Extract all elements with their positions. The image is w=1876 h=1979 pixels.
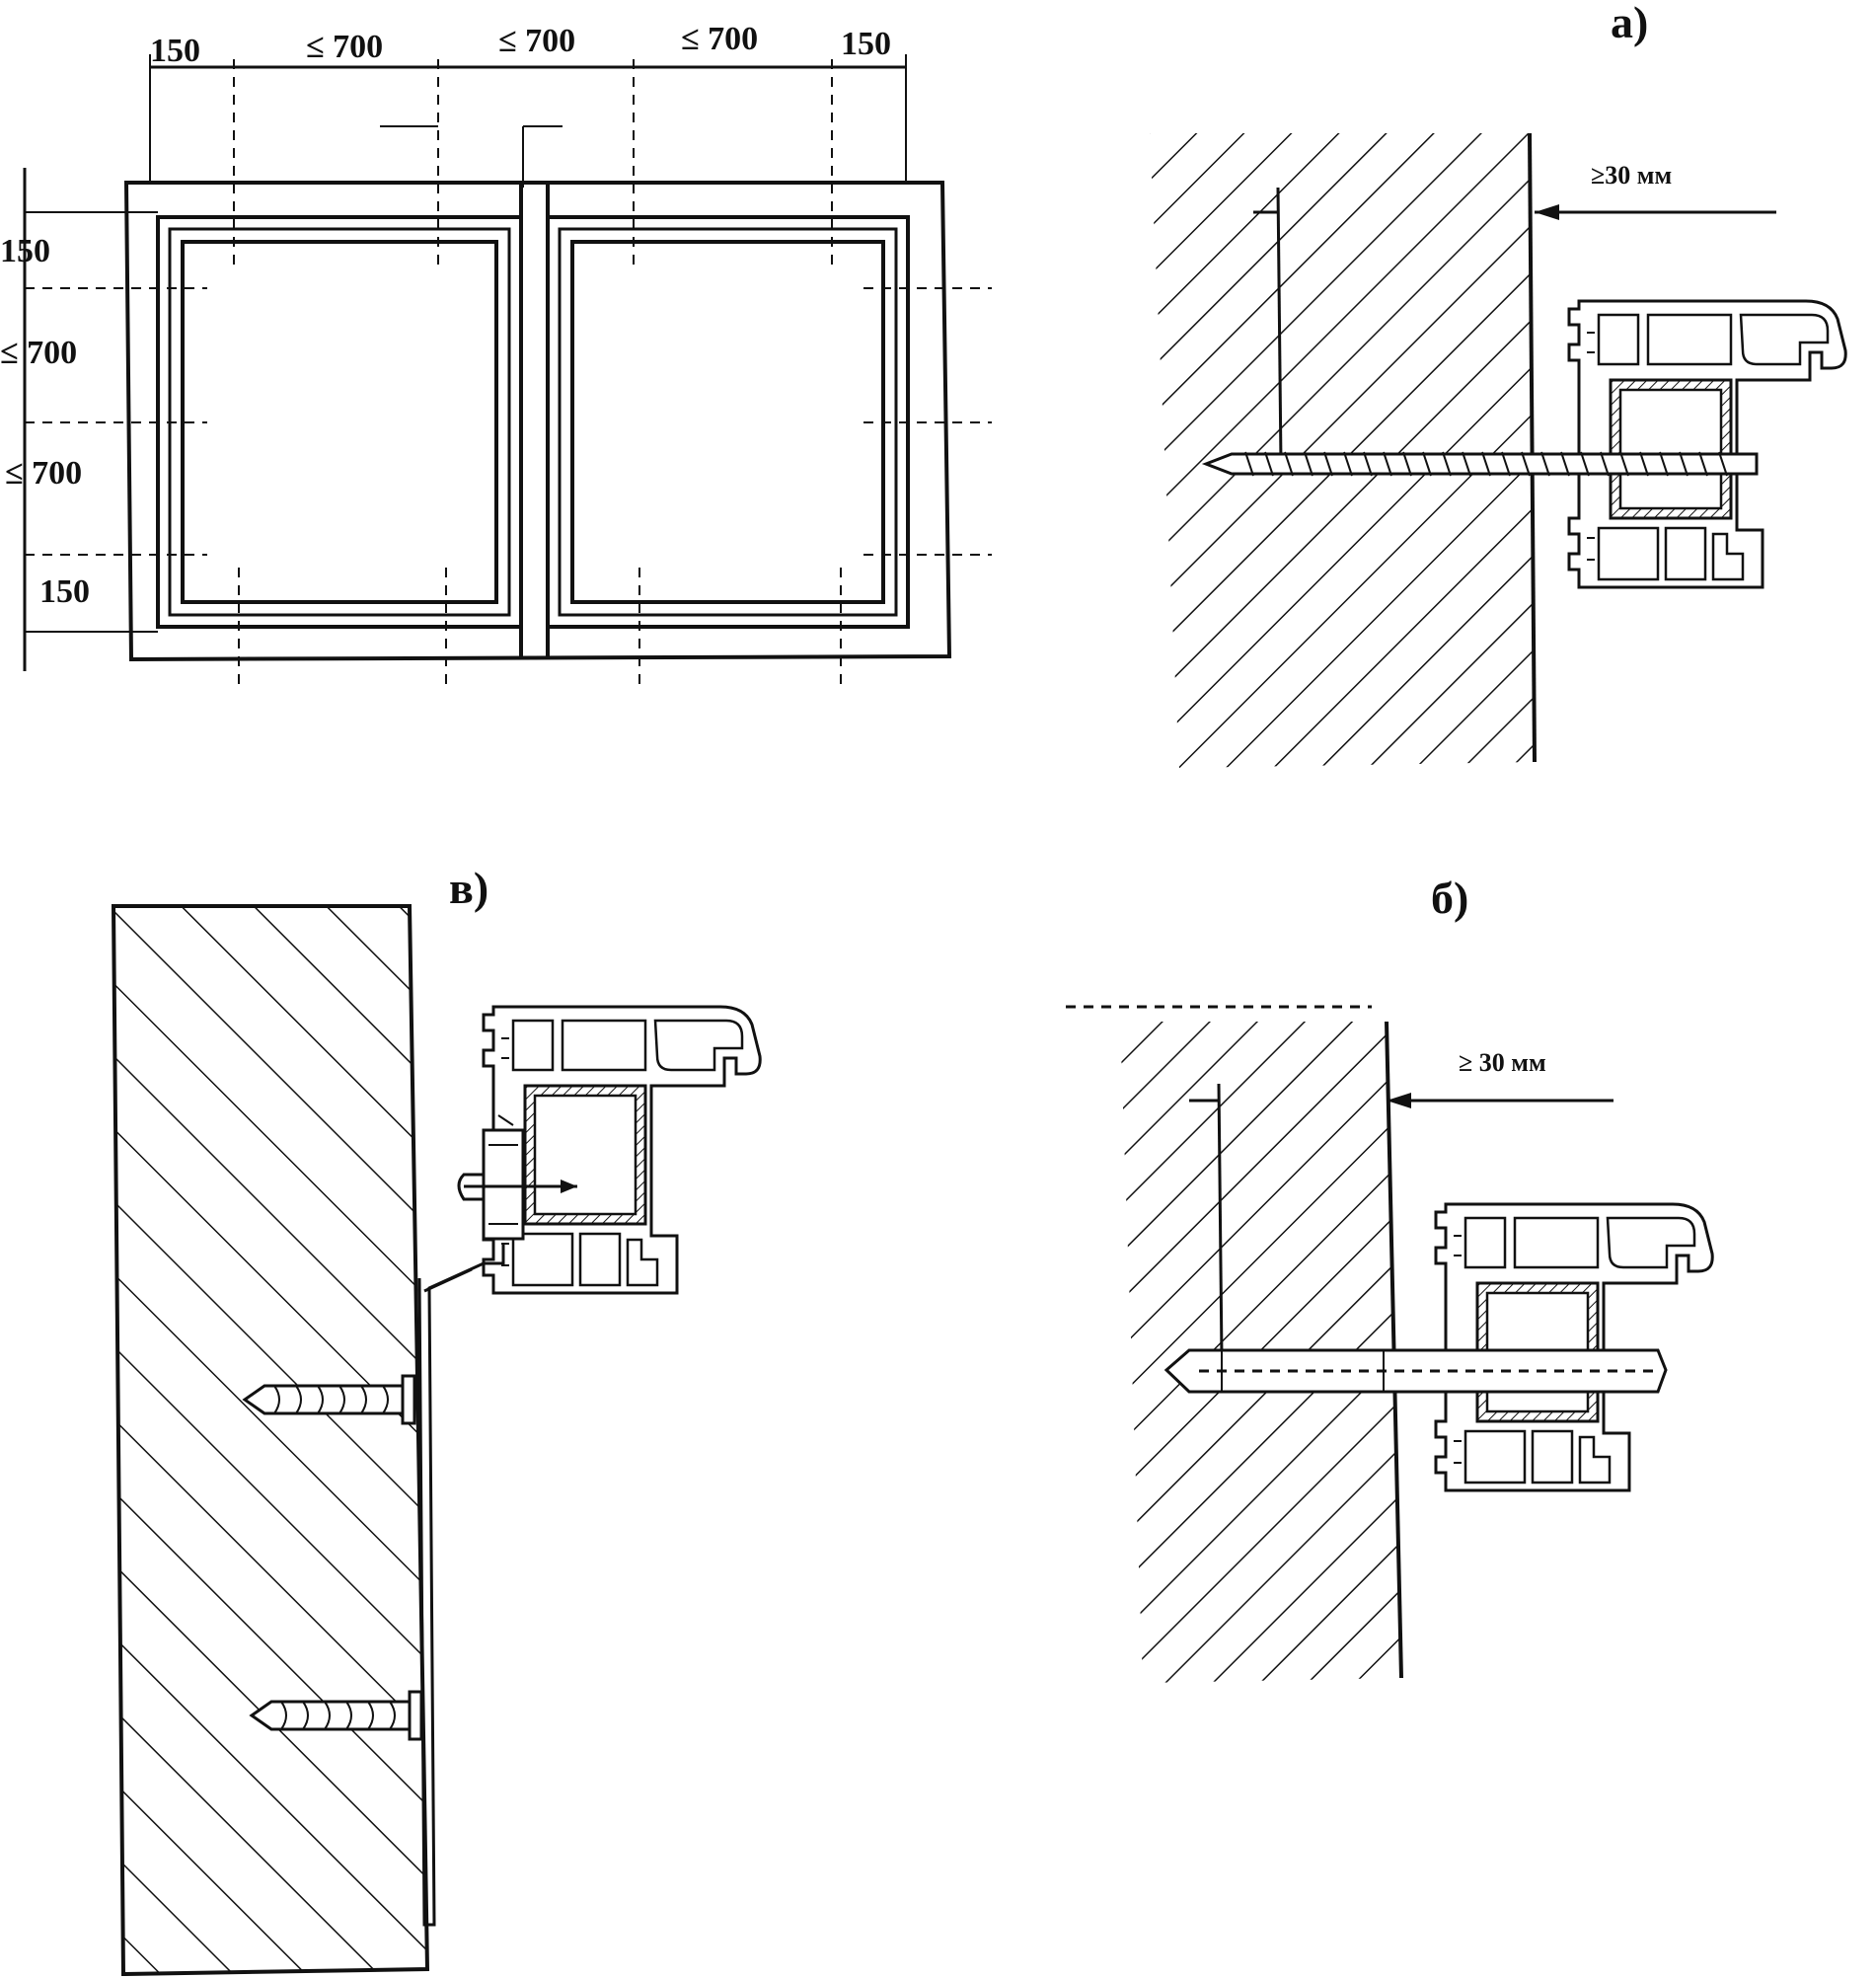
dim-top-150-right: 150	[841, 26, 891, 62]
detail-a-screw	[1201, 451, 1759, 477]
dim-top-700-1: ≤ 700	[306, 29, 383, 65]
detail-v-label: в)	[449, 863, 488, 913]
detail-b-label: б)	[1431, 873, 1468, 923]
detail-b-frame-dowel	[1163, 1348, 1668, 1394]
dim-top-700-3: ≤ 700	[681, 21, 758, 57]
detail-a-gap: ≥30 мм	[1591, 161, 1672, 190]
detail-v-anchor-plate	[417, 1114, 577, 1927]
detail-v-anchor-plate-fixing: в)	[111, 863, 762, 1977]
dim-left-700-1: ≤ 700	[0, 335, 77, 371]
detail-b-dowel-fixing: б) ≥ 30 мм	[1066, 873, 1714, 1683]
dim-top-150-left: 150	[150, 33, 200, 69]
dim-left-150-top: 150	[0, 233, 50, 269]
window-elevation: 150 ≤ 700 ≤ 700 ≤ 700 150 150 ≤ 700 ≤ 70…	[0, 21, 992, 691]
detail-b-gap: ≥ 30 мм	[1459, 1048, 1546, 1077]
detail-a-label: а)	[1611, 0, 1648, 47]
detail-a-screw-fixing: а) ≥30 мм	[1150, 0, 1847, 768]
dim-left-700-2: ≤ 700	[5, 455, 82, 492]
dim-left-150-bottom: 150	[39, 573, 90, 610]
dim-top-700-2: ≤ 700	[498, 23, 575, 59]
